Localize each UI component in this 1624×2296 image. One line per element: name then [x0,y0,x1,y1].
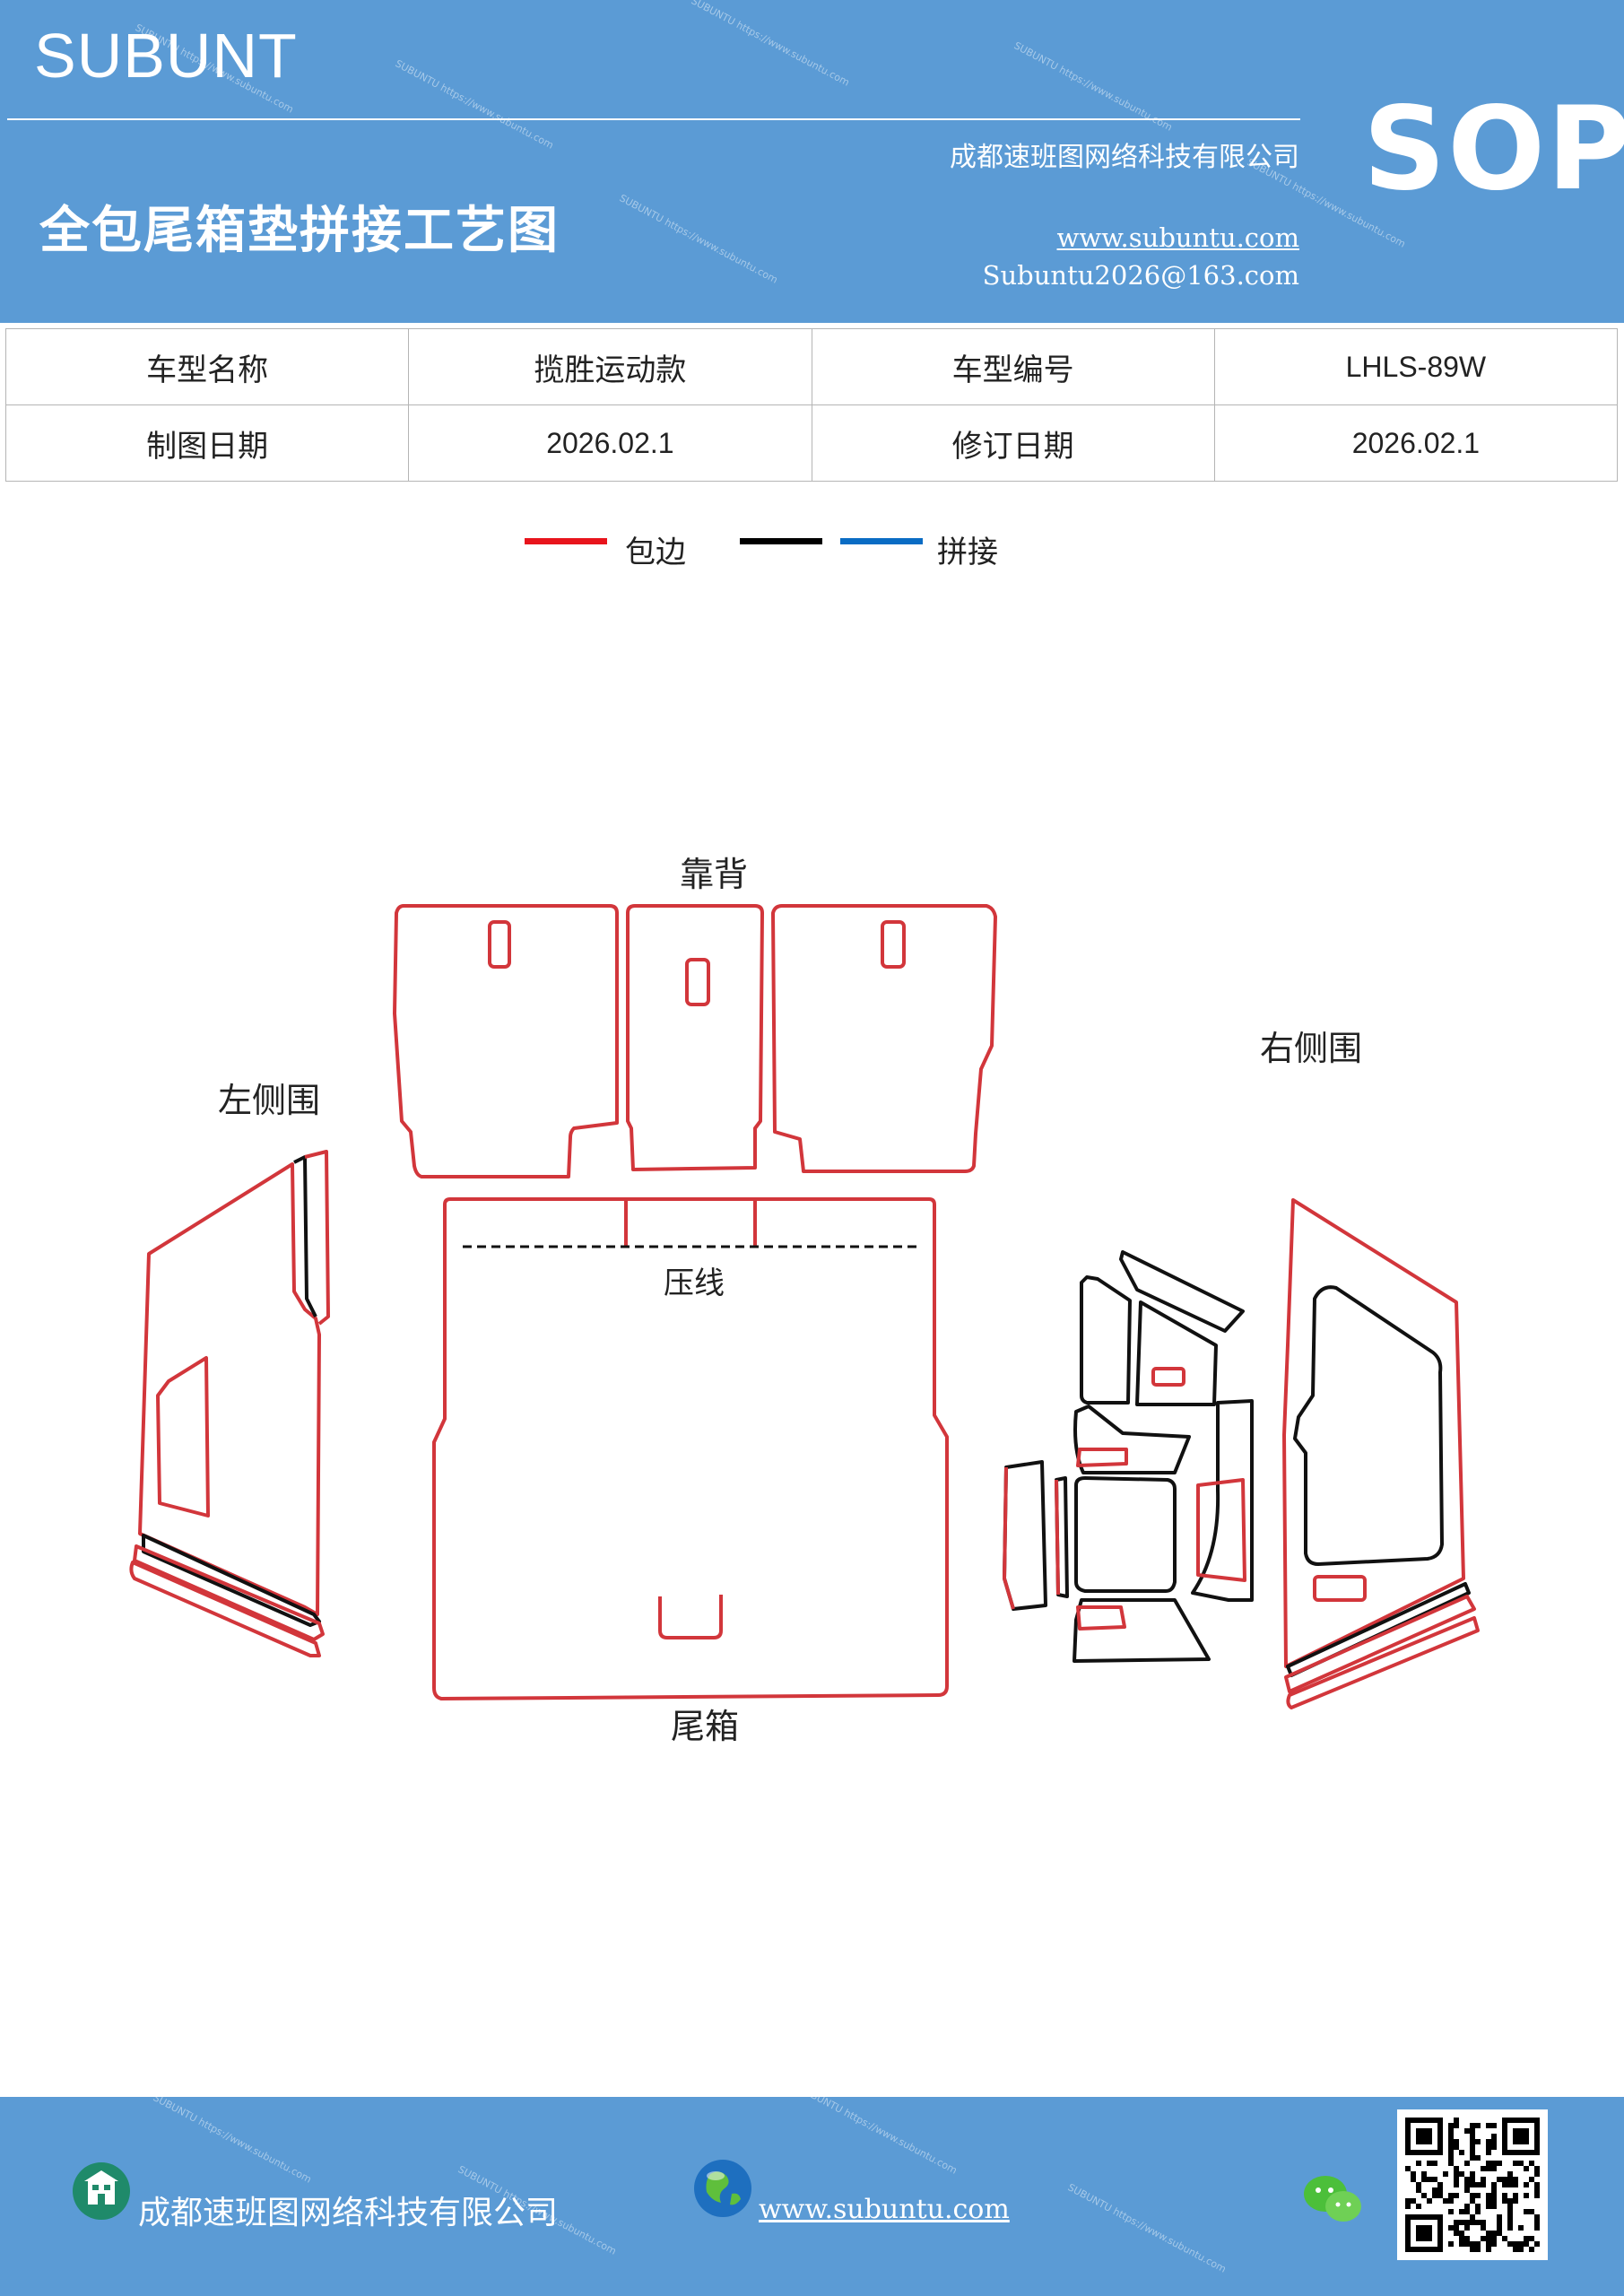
right-small-pieces [1003,1250,1254,1663]
label-press-line: 压线 [664,1265,725,1301]
legend-swatch-splice [840,538,923,544]
header-banner: SUBUNTU https://www.subuntu.com SUBUNTU … [0,0,1624,323]
label-left-side: 左侧围 [218,1081,320,1120]
table-cell: 修订日期 [811,404,1215,482]
email-address: Subuntu2026@163.com [982,260,1299,291]
table-cell: LHLS-89W [1213,328,1619,405]
watermark: SUBUNTU https://www.subuntu.com [151,2097,314,2186]
document-title: 全包尾箱垫拼接工艺图 [39,202,560,260]
footer-banner: SUBUNTU https://www.subuntu.com SUBUNTU … [0,2097,1624,2296]
building-icon [73,2162,130,2220]
table-cell: 车型编号 [811,328,1215,405]
sop-badge: SOP [1363,83,1624,216]
legend-label-splice: 拼接 [937,535,998,570]
brand-name: SUBUNT [34,21,298,91]
footer-website-link[interactable]: www.subuntu.com [759,2194,1010,2225]
trunk-floor-panel [432,1197,949,1700]
label-trunk: 尾箱 [671,1707,739,1746]
table-cell: 2026.02.1 [408,404,812,482]
table-cell: 揽胜运动款 [408,328,812,405]
watermark: SUBUNTU https://www.subuntu.com [796,2097,960,2177]
legend-label-edge: 包边 [625,535,686,570]
backrest-left-panel [393,904,619,1178]
table-cell: 制图日期 [4,404,410,482]
legend-swatch-seam [740,538,822,544]
watermark: SUBUNTU https://www.subuntu.com [1065,2181,1229,2275]
company-name: 成都速班图网络科技有限公司 [950,142,1299,173]
right-side-wall [1282,1198,1480,1709]
table-cell: 2026.02.1 [1213,404,1619,482]
qr-code-image [1397,2109,1548,2260]
table-cell: 车型名称 [4,328,410,405]
backrest-middle-panel [626,904,764,1171]
vehicle-info-table: 车型名称 揽胜运动款 车型编号 LHLS-89W 制图日期 2026.02.1 … [4,328,1619,482]
backrest-right-panel [771,904,997,1173]
globe-icon [694,2160,751,2217]
wechat-icon [1304,2176,1361,2222]
header-divider [7,118,1300,120]
table-row: 车型名称 揽胜运动款 车型编号 LHLS-89W [4,328,1619,405]
legend-swatch-edge [525,538,607,544]
website-link[interactable]: www.subuntu.com [1056,222,1299,253]
left-side-wall [129,1150,330,1657]
label-backrest: 靠背 [680,855,748,894]
table-row: 制图日期 2026.02.1 修订日期 2026.02.1 [4,404,1619,482]
footer-company: 成都速班图网络科技有限公司 [138,2195,559,2231]
label-right-side: 右侧围 [1260,1029,1362,1068]
